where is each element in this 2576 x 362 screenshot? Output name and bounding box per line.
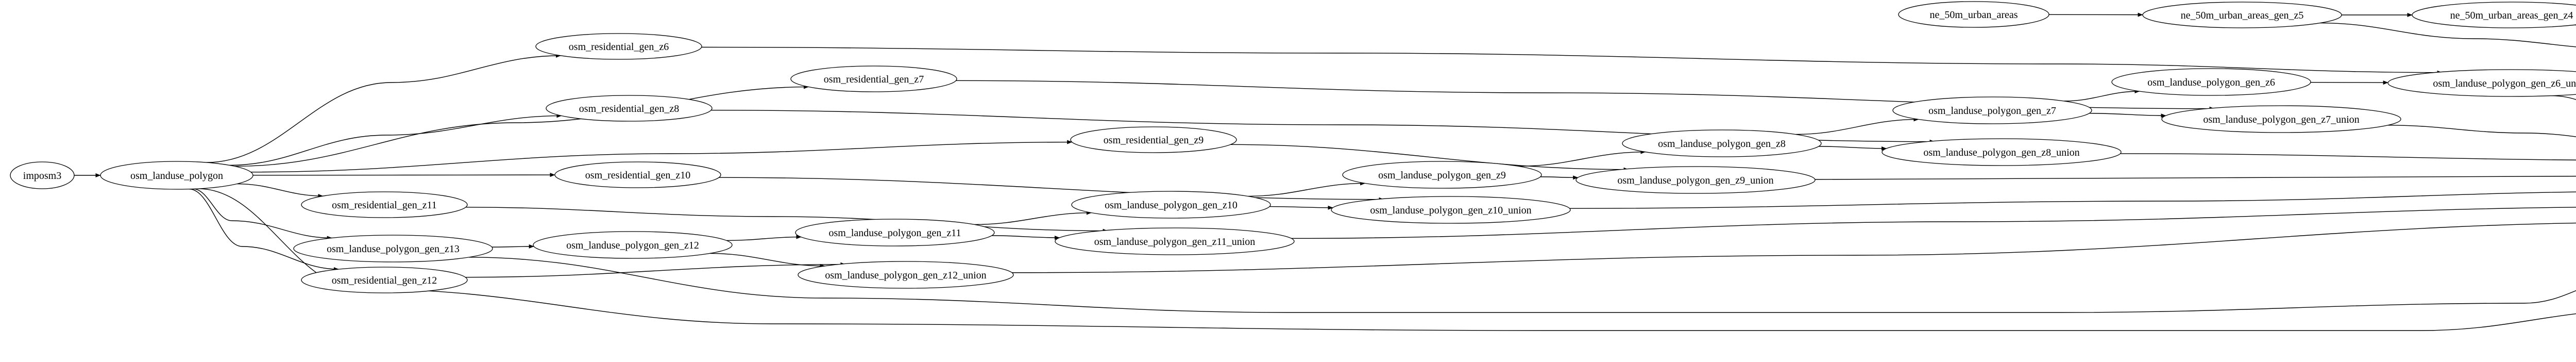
node-osm_residential_gen_z6: osm_residential_gen_z6 (535, 33, 702, 60)
node-osm_landuse_polygon_gen_z13: osm_landuse_polygon_gen_z13 (293, 235, 493, 262)
edge-osm_landuse_polygon_gen_z10_union-to-layer-z10 (1569, 191, 2576, 209)
edge-osm_landuse_polygon_gen_z13-to-osm_landuse_polygon_gen_z12 (492, 244, 534, 249)
node-label-osm_residential_gen_z10: osm_residential_gen_z10 (585, 170, 690, 181)
node-osm_landuse_polygon_gen_z7_union: osm_landuse_polygon_gen_z7_union (2161, 105, 2401, 133)
node-label-osm_landuse_polygon_gen_z12_union: osm_landuse_polygon_gen_z12_union (825, 270, 986, 281)
node-osm_landuse_polygon_gen_z9: osm_landuse_polygon_gen_z9 (1342, 161, 1542, 189)
node-label-ne_50m_urban_areas_gen_z4: ne_50m_urban_areas_gen_z4 (2450, 10, 2573, 21)
edge-osm_landuse_polygon_gen_z12-to-osm_landuse_polygon_gen_z12_union (709, 253, 825, 268)
node-osm_landuse_polygon_gen_z8_union: osm_landuse_polygon_gen_z8_union (1882, 138, 2122, 166)
edge-osm_landuse_polygon_gen_z9_union-to-layer-z9 (1815, 175, 2576, 180)
edge-osm_landuse_polygon_gen_z8-to-osm_landuse_polygon_gen_z7 (1795, 117, 1919, 135)
node-osm_landuse_polygon_gen_z10: osm_landuse_polygon_gen_z10 (1071, 191, 1271, 219)
node-osm_residential_gen_z12: osm_residential_gen_z12 (301, 267, 468, 293)
edge-osm_landuse_polygon-to-osm_residential_gen_z11 (236, 183, 324, 199)
edge-osm_residential_gen_z12-to-osm_landuse_polygon_gen_z12_union (465, 262, 846, 278)
edge-osm_landuse_polygon_gen_z13-to-layer-z13 (468, 257, 2576, 313)
node-osm_landuse_polygon_gen_z7: osm_landuse_polygon_gen_z7 (1892, 96, 2092, 124)
node-label-ne_50m_urban_areas_gen_z5: ne_50m_urban_areas_gen_z5 (2181, 10, 2304, 21)
node-label-osm_residential_gen_z7: osm_residential_gen_z7 (824, 74, 924, 85)
edge-osm_landuse_polygon_gen_z7-to-osm_landuse_polygon_gen_z7_union (2089, 113, 2166, 118)
edge-osm_landuse_polygon-to-osm_residential_gen_z9 (250, 140, 1073, 173)
edge-osm_landuse_polygon-to-layer-z14+ (198, 188, 2576, 331)
node-label-osm_landuse_polygon_gen_z6_union: osm_landuse_polygon_gen_z6_union (2433, 78, 2576, 89)
edge-osm_landuse_polygon-to-osm_residential_gen_z12 (189, 188, 339, 272)
node-osm_landuse_polygon_gen_z12_union: osm_landuse_polygon_gen_z12_union (798, 261, 1014, 289)
node-label-osm_landuse_polygon_gen_z8: osm_landuse_polygon_gen_z8 (1658, 138, 1786, 150)
node-label-osm_landuse_polygon_gen_z10_union: osm_landuse_polygon_gen_z10_union (1370, 205, 1531, 216)
node-osm_landuse_polygon: osm_landuse_polygon (100, 161, 253, 190)
edge-osm_landuse_polygon-to-osm_residential_gen_z7 (234, 85, 809, 167)
edge-osm_residential_gen_z11-to-osm_landuse_polygon_gen_z11_union (465, 207, 1108, 233)
node-label-osm_residential_gen_z12: osm_residential_gen_z12 (332, 275, 437, 286)
node-osm_residential_gen_z9: osm_residential_gen_z9 (1070, 126, 1237, 153)
edge-osm_landuse_polygon_gen_z10-to-osm_landuse_polygon_gen_z10_union (1269, 205, 1333, 210)
node-imposm3: imposm3 (10, 161, 75, 189)
node-label-osm_landuse_polygon_gen_z9: osm_landuse_polygon_gen_z9 (1378, 170, 1506, 181)
edge-osm_residential_gen_z9-to-osm_landuse_polygon_gen_z9_union (1230, 144, 1629, 172)
edge-osm_landuse_polygon-to-osm_landuse_polygon_gen_z13 (193, 188, 332, 240)
edge-osm_residential_gen_z6-to-osm_landuse_polygon_gen_z6_union (701, 46, 2443, 75)
node-label-osm_landuse_polygon: osm_landuse_polygon (130, 170, 223, 182)
node-label-osm_residential_gen_z9: osm_residential_gen_z9 (1104, 135, 1204, 146)
node-label-osm_landuse_polygon_gen_z13: osm_landuse_polygon_gen_z13 (327, 243, 460, 255)
node-osm_landuse_polygon_gen_z6: osm_landuse_polygon_gen_z6 (2111, 68, 2311, 96)
edge-ne_50m_urban_areas_gen_z5-to-layer-z5 (2320, 22, 2576, 47)
edge-osm_landuse_polygon_gen_z11-to-osm_landuse_polygon_gen_z11_union (991, 235, 1060, 240)
node-label-osm_residential_gen_z6: osm_residential_gen_z6 (569, 41, 669, 53)
edge-osm_landuse_polygon_gen_z8-to-osm_landuse_polygon_gen_z8_union (1818, 146, 1887, 151)
node-ne_50m_urban_areas_gen_z4: ne_50m_urban_areas_gen_z4 (2412, 2, 2576, 28)
node-label-osm_landuse_polygon_gen_z7: osm_landuse_polygon_gen_z7 (1928, 105, 2056, 117)
node-osm_landuse_polygon_gen_z11_union: osm_landuse_polygon_gen_z11_union (1055, 227, 1295, 255)
node-osm_residential_gen_z10: osm_residential_gen_z10 (554, 161, 721, 188)
node-osm_landuse_polygon_gen_z8: osm_landuse_polygon_gen_z8 (1622, 129, 1822, 157)
node-label-osm_landuse_polygon_gen_z8_union: osm_landuse_polygon_gen_z8_union (1923, 147, 2079, 158)
node-label-osm_landuse_polygon_gen_z12: osm_landuse_polygon_gen_z12 (566, 240, 699, 251)
node-label-osm_landuse_polygon_gen_z11_union: osm_landuse_polygon_gen_z11_union (1094, 236, 1256, 248)
nodes-layer: imposm3 osm_landuse_polygon osm_residentia… (10, 1, 2576, 293)
node-label-osm_landuse_polygon_gen_z6: osm_landuse_polygon_gen_z6 (2147, 77, 2275, 88)
edge-osm_landuse_polygon_gen_z7-to-osm_landuse_polygon_gen_z6 (2064, 89, 2140, 102)
node-label-osm_landuse_polygon_gen_z7_union: osm_landuse_polygon_gen_z7_union (2203, 114, 2359, 125)
edge-osm_landuse_polygon_gen_z8_union-to-layer-z8 (2120, 153, 2576, 161)
edge-osm_landuse_polygon_gen_z10-to-osm_landuse_polygon_gen_z9 (1248, 181, 1366, 197)
node-label-osm_residential_gen_z11: osm_residential_gen_z11 (332, 200, 437, 211)
node-osm_landuse_polygon_gen_z10_union: osm_landuse_polygon_gen_z10_union (1331, 196, 1571, 224)
node-label-osm_landuse_polygon_gen_z10: osm_landuse_polygon_gen_z10 (1105, 200, 1238, 211)
edge-osm_landuse_polygon_gen_z12-to-osm_landuse_polygon_gen_z11 (726, 235, 802, 241)
node-ne_50m_urban_areas: ne_50m_urban_areas (1898, 1, 2049, 28)
edge-osm_landuse_polygon_gen_z11_union-to-layer-z11 (1291, 207, 2576, 239)
node-ne_50m_urban_areas_gen_z5: ne_50m_urban_areas_gen_z5 (2142, 2, 2342, 28)
node-osm_landuse_polygon_gen_z6_union: osm_landuse_polygon_gen_z6_union (2387, 69, 2576, 97)
node-osm_residential_gen_z11: osm_residential_gen_z11 (301, 191, 468, 218)
node-osm_residential_gen_z7: osm_residential_gen_z7 (790, 65, 957, 92)
node-osm_landuse_polygon_gen_z12: osm_landuse_polygon_gen_z12 (533, 231, 733, 259)
edge-osm_residential_gen_z10-to-osm_landuse_polygon_gen_z10_union (719, 177, 1384, 202)
edge-osm_landuse_polygon-to-osm_residential_gen_z8 (229, 113, 562, 166)
edge-osm_landuse_polygon_gen_z7_union-to-layer-z7 (2387, 125, 2576, 137)
node-label-imposm3: imposm3 (23, 170, 61, 182)
edge-osm_landuse_polygon_gen_z11-to-osm_landuse_polygon_gen_z10 (974, 210, 1092, 225)
node-label-osm_landuse_polygon_gen_z9_union: osm_landuse_polygon_gen_z9_union (1617, 175, 1773, 186)
edge-osm_landuse_polygon_gen_z12_union-to-layer-z12 (1012, 222, 2576, 273)
node-osm_landuse_polygon_gen_z11: osm_landuse_polygon_gen_z11 (795, 219, 995, 246)
edge-osm_landuse_polygon_gen_z6_union-to-layer-z6 (2551, 95, 2576, 100)
node-osm_landuse_polygon_gen_z9_union: osm_landuse_polygon_gen_z9_union (1575, 166, 1816, 194)
edge-osm_landuse_polygon_gen_z9-to-osm_landuse_polygon_gen_z8 (1518, 150, 1646, 167)
node-label-osm_residential_gen_z8: osm_residential_gen_z8 (579, 103, 679, 114)
node-label-osm_landuse_polygon_gen_z11: osm_landuse_polygon_gen_z11 (828, 227, 961, 239)
node-osm_residential_gen_z8: osm_residential_gen_z8 (546, 95, 713, 122)
node-label-ne_50m_urban_areas: ne_50m_urban_areas (1929, 9, 2018, 21)
edges-layer (74, 12, 2576, 331)
edge-osm_landuse_polygon-to-osm_residential_gen_z6 (206, 53, 561, 163)
